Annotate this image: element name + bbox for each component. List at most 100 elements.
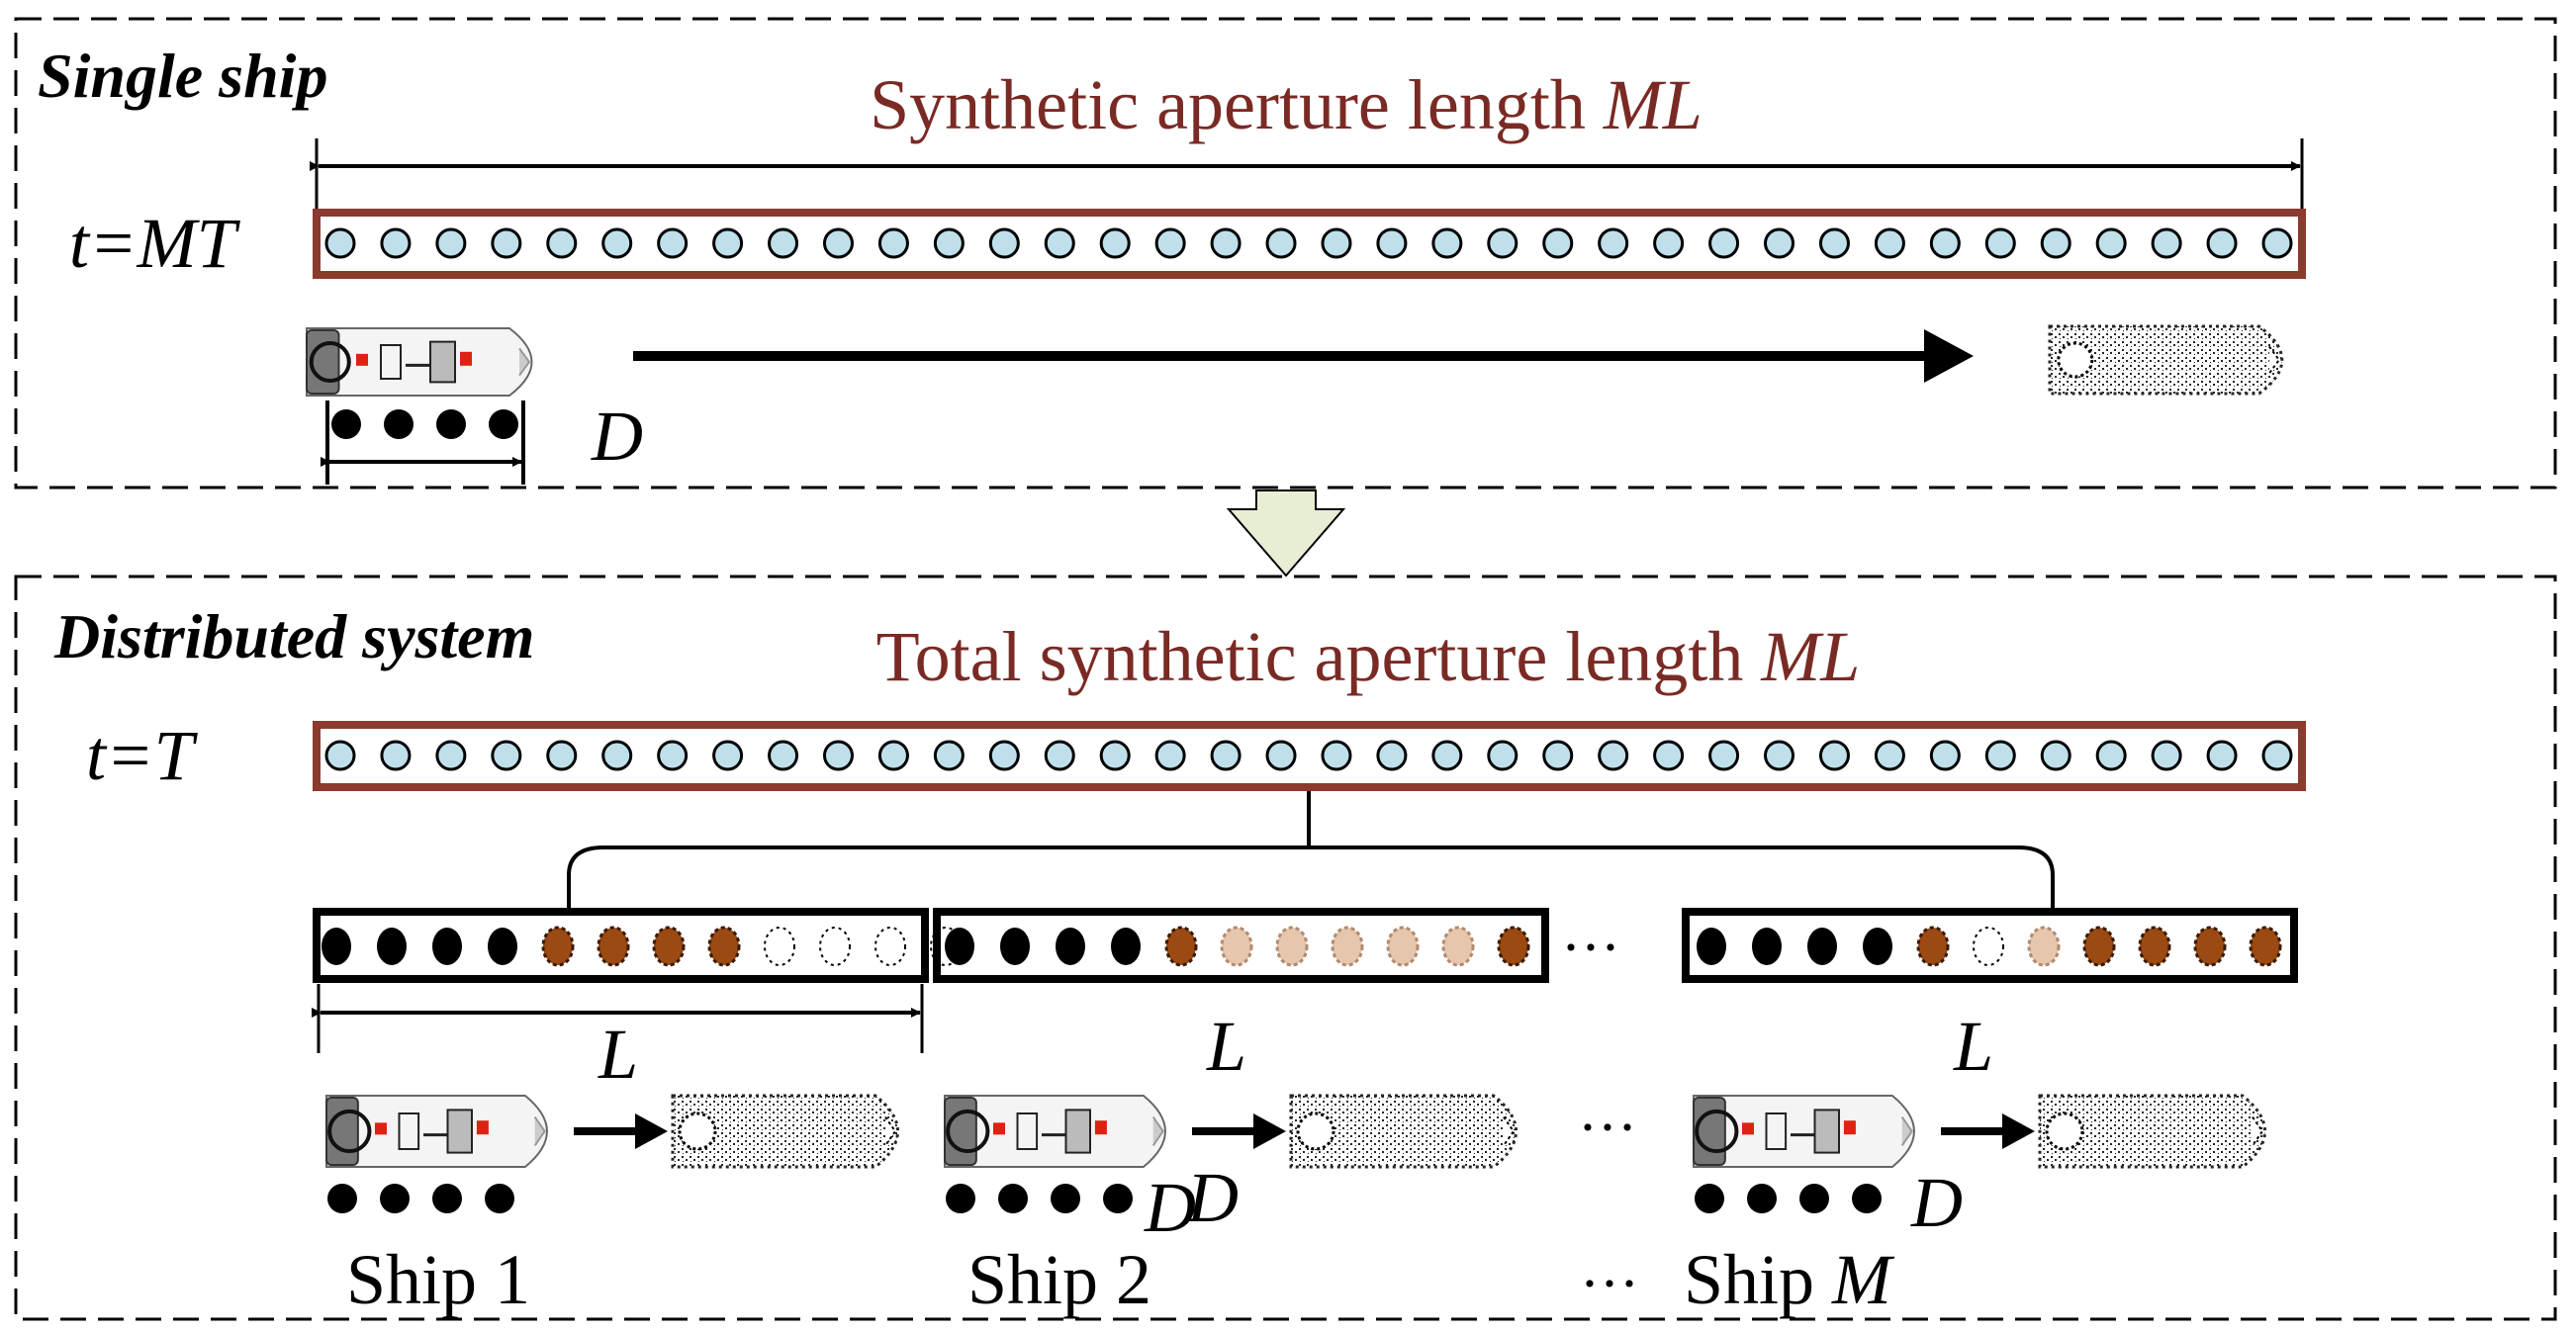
- active-element: [432, 928, 462, 965]
- aperture-element: [1653, 740, 1685, 771]
- aperture-element: [1431, 740, 1463, 771]
- aperture-element: [1818, 227, 1850, 259]
- aperture-label-bottom: Total synthetic aperture length ML: [876, 617, 1861, 696]
- active-element: [1807, 928, 1837, 965]
- sub-aperture-elements: [322, 926, 2282, 967]
- light-element: [1386, 926, 1420, 967]
- aperture-element: [988, 740, 1020, 771]
- ship-red-marker: [1742, 1122, 1754, 1135]
- active-element: [1111, 928, 1141, 965]
- aperture-element: [1708, 227, 1740, 259]
- ghost-hull: [1289, 1094, 1518, 1169]
- aperture-element: [1764, 740, 1795, 771]
- aperture-element: [877, 227, 909, 259]
- ship-element-dot: [1103, 1184, 1133, 1213]
- filled-element: [707, 926, 741, 967]
- segment-length-label-m: L: [1953, 1007, 1993, 1086]
- filled-element: [1497, 926, 1530, 967]
- aperture-element: [491, 227, 522, 259]
- ship-turret: [309, 340, 351, 384]
- aperture-element: [1818, 740, 1850, 771]
- aperture-element: [2261, 227, 2293, 259]
- ship-element-dot: [998, 1184, 1028, 1213]
- ghost-ship-icon: [2038, 1094, 2266, 1169]
- ship-structure: [380, 344, 402, 380]
- time-label-top: t=MT: [69, 204, 241, 283]
- distributed-system-panel: [14, 575, 2557, 1321]
- aperture-element: [601, 227, 633, 259]
- filled-element: [541, 926, 575, 967]
- aperture-element: [1431, 227, 1463, 259]
- down-arrow-icon: [1226, 489, 1346, 578]
- light-element: [1331, 926, 1364, 967]
- aperture-element: [546, 740, 578, 771]
- ship-icon: [1693, 1095, 1915, 1168]
- ship-turret: [946, 1109, 990, 1154]
- aperture-element: [1044, 227, 1075, 259]
- aperture-element: [1321, 740, 1352, 771]
- ghost-hull: [2038, 1094, 2266, 1169]
- active-element: [1000, 928, 1030, 965]
- ship-structure: [1813, 1109, 1840, 1154]
- aperture-element: [1653, 227, 1685, 259]
- ship-turret: [1695, 1109, 1739, 1154]
- single-ship-end: [2048, 324, 2284, 396]
- filled-element: [2249, 926, 2282, 967]
- ship-motion-arrowhead: [1253, 1113, 1286, 1149]
- filled-element: [652, 926, 686, 967]
- aperture-element: [1099, 227, 1131, 259]
- aperture-element: [435, 227, 467, 259]
- aperture-element: [933, 227, 965, 259]
- ship-row: [325, 1094, 2266, 1213]
- ship-stern: [306, 329, 340, 395]
- ship-stern: [325, 1097, 359, 1166]
- segment-length-label-1: L: [598, 1015, 638, 1094]
- aperture-element: [1154, 227, 1186, 259]
- ghost-hull: [671, 1094, 899, 1169]
- light-element: [1441, 926, 1475, 967]
- ghost-ship-icon: [1289, 1094, 1518, 1169]
- sub-aperture-ship-2: [933, 908, 1549, 983]
- aperture-element: [2040, 740, 2071, 771]
- light-element: [1220, 926, 1253, 967]
- ship-element-dot: [485, 1184, 514, 1213]
- filled-element: [597, 926, 630, 967]
- aperture-element: [822, 740, 854, 771]
- ellipsis-ships: ···: [1578, 1095, 1637, 1160]
- ship-label-1: Ship 1: [346, 1240, 530, 1319]
- ship-element-dot: [1799, 1184, 1829, 1213]
- ship-element-dot: [1852, 1184, 1882, 1213]
- segment-length-label-2: L: [1206, 1007, 1246, 1086]
- ship-element-dot: [489, 409, 518, 439]
- aperture-element: [988, 227, 1020, 259]
- aperture-element: [1542, 740, 1574, 771]
- ship-structure: [429, 340, 456, 384]
- ship-structure: [398, 1112, 420, 1150]
- aperture-element: [712, 227, 744, 259]
- ship-label-m: Ship M: [1684, 1240, 1895, 1319]
- ship-element-dot: [1747, 1184, 1777, 1213]
- filled-element: [1916, 926, 1950, 967]
- ship-bow: [533, 1116, 546, 1146]
- empty-element: [819, 927, 851, 966]
- active-element: [377, 928, 407, 965]
- aperture-element: [2040, 227, 2071, 259]
- ship-hull: [1693, 1095, 1915, 1168]
- aperture-element: [601, 740, 633, 771]
- active-element: [1697, 928, 1726, 965]
- filled-element: [1164, 926, 1198, 967]
- ship-hull: [306, 327, 533, 397]
- aperture-element: [1487, 740, 1518, 771]
- aperture-element: [1376, 227, 1408, 259]
- aperture-element: [1929, 227, 1961, 259]
- ship-element-dot: [436, 409, 466, 439]
- ship-hull: [325, 1095, 548, 1168]
- empty-element: [874, 927, 906, 966]
- aperture-element: [1598, 227, 1629, 259]
- ship-turret: [327, 1109, 372, 1154]
- aperture-element: [1210, 740, 1242, 771]
- aperture-box-bottom: [313, 721, 2306, 791]
- ship-motion-arrowhead-top: [1924, 329, 1974, 383]
- aperture-element: [2206, 740, 2238, 771]
- ship-icon: [325, 1095, 548, 1168]
